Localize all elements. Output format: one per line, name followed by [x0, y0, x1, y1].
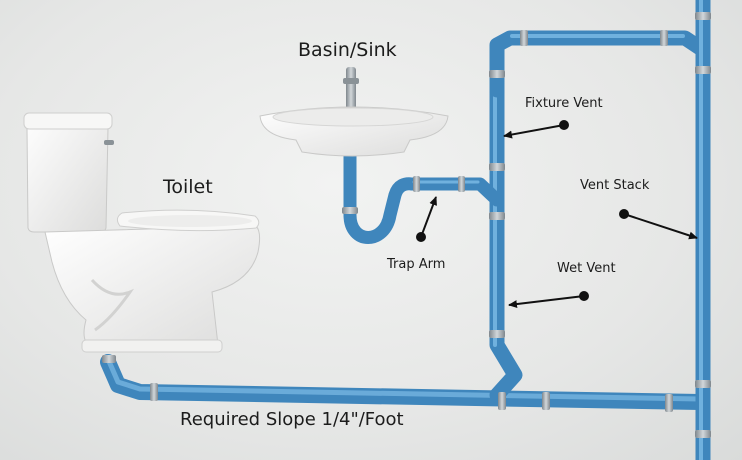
- faucet-icon: [346, 67, 356, 111]
- toilet-tank: [25, 112, 111, 233]
- trap-arm-leader: [420, 196, 437, 238]
- trap-arm-label: Trap Arm: [387, 257, 446, 272]
- pipe-network: [100, 0, 711, 460]
- pipe-fittings: [102, 12, 711, 438]
- flush-handle-icon: [104, 140, 114, 145]
- basin-sink-label: Basin/Sink: [298, 39, 397, 61]
- wet-vent-leader: [508, 295, 585, 309]
- slope-label: Required Slope 1/4"/Foot: [180, 409, 404, 430]
- p-trap: [343, 177, 419, 244]
- sink-illustration: [259, 67, 449, 157]
- toilet-illustration: [23, 112, 261, 353]
- fixture-vent-leader: [503, 124, 565, 139]
- toilet-label: Toilet: [163, 176, 213, 198]
- leader-lines: [416, 120, 698, 309]
- vent-stack-label: Vent Stack: [580, 178, 650, 193]
- fixture-vent-label: Fixture Vent: [525, 96, 603, 111]
- fixture-vent-top-pipe: [489, 30, 708, 98]
- wet-vent-label: Wet Vent: [557, 261, 616, 276]
- vent-stack-leader: [623, 213, 698, 240]
- toilet-bowl: [44, 225, 261, 349]
- trap-arm-pipe: [405, 177, 504, 207]
